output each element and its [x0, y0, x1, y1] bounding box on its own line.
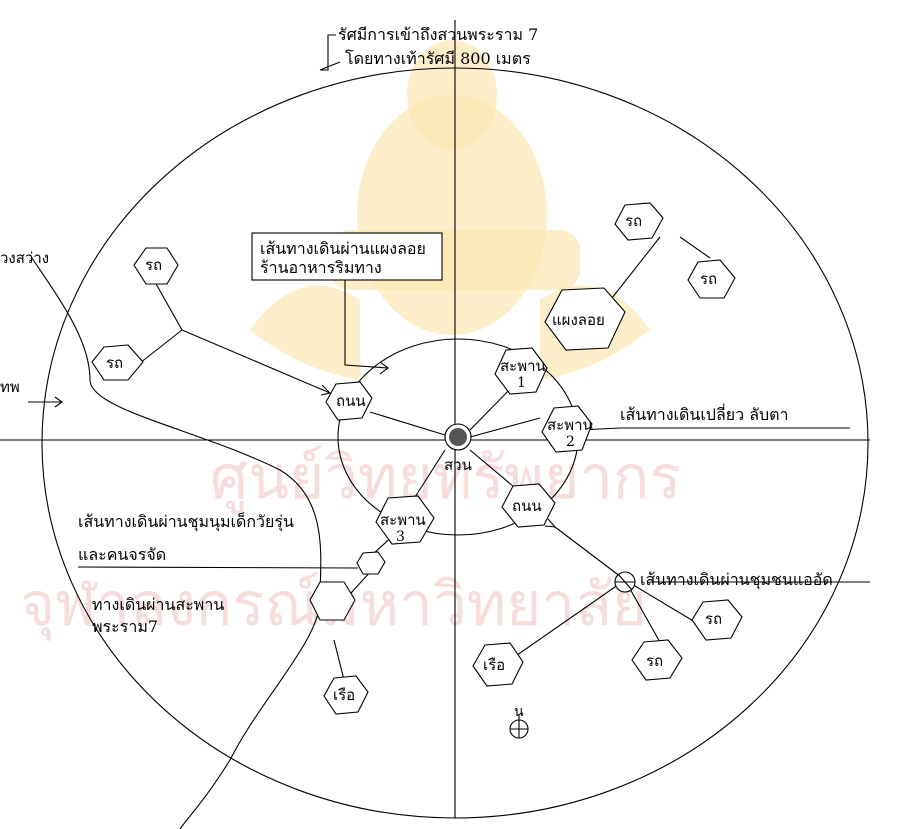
node-bridge3: [375, 495, 435, 545]
teen-route-label-line2: และคนจรจัด: [78, 545, 166, 564]
node-car-right-mid: [687, 259, 736, 299]
quiet-route-label: เส้นทางเดินเปลี่ยว ลับตา: [620, 403, 789, 424]
connector-boat-walkway: [333, 639, 345, 681]
connector-junction-boat: [509, 579, 626, 661]
stall-label: แผงลอย: [552, 311, 605, 329]
node-boat-left: [323, 675, 369, 715]
node-small-junction-left: [356, 551, 386, 575]
connector-street-park: [369, 411, 446, 436]
node-car-left-bottom: [91, 344, 144, 381]
north-arrow-icon: [509, 715, 529, 739]
car-label: รถ: [705, 610, 722, 628]
node-car-right-bottom2: [631, 639, 683, 681]
bridge2-number: 2: [566, 434, 575, 450]
node-street-right: [501, 483, 556, 528]
car-label: รถ: [106, 354, 123, 372]
node-car-right-top: [614, 202, 664, 241]
bridge3-number: 3: [396, 529, 405, 545]
arrow-stall-route: [379, 361, 389, 375]
arrow-street-right: [544, 518, 557, 528]
bridge2-label: สะพาน: [547, 416, 593, 434]
connector-bridge1-park: [469, 383, 516, 431]
header-title-line1: รัศมีการเข้าถึงสวนพระราม 7: [338, 25, 538, 44]
node-junction-right: [614, 571, 636, 593]
street-label: ถนน: [512, 497, 542, 515]
connector-street-park-right: [469, 449, 521, 493]
connector-car2: [139, 329, 183, 364]
left-arrow-head: [54, 396, 63, 408]
bridge-walk-label-line2: พระราม7: [92, 617, 158, 636]
connector-car-car: [679, 236, 711, 259]
header-leader-tick: [319, 61, 341, 71]
car-label: รถ: [700, 270, 717, 288]
node-park: [444, 423, 472, 451]
connector-car1: [154, 281, 183, 331]
bridge-walk-label-line1: ทางเดินผ่านสะพาน: [92, 595, 224, 614]
connector-street-junction: [554, 526, 626, 581]
connector-bridge2-park: [469, 417, 541, 438]
node-street-left: [325, 381, 373, 421]
callout-quiet-route: [579, 427, 850, 431]
callout-teen-route: [77, 566, 359, 569]
left-edge-label-top: ุวงสว่าง: [0, 249, 49, 268]
connector-to-street-left: [181, 329, 331, 394]
header-leader: [320, 34, 336, 71]
river-line: [31, 257, 322, 829]
street-label: ถนน: [336, 392, 366, 410]
boat-label: เรือ: [483, 656, 505, 674]
car-label: รถ: [145, 256, 162, 274]
car-label: รถ: [646, 652, 663, 670]
node-stall: [544, 287, 626, 351]
node-bridge1: [494, 347, 548, 395]
left-edge-label-mid: ทพ: [0, 378, 20, 396]
connector-junction-car1: [624, 579, 701, 626]
boat-label: เรือ: [333, 686, 355, 704]
stall-route-box: [251, 232, 443, 281]
bridge3-label: สะพาน: [380, 511, 426, 529]
header-title-line2: โดยทางเท้ารัศมี 800 เมตร: [345, 49, 531, 68]
north-label: น: [514, 704, 524, 720]
teen-route-label-line1: เส้นทางเดินผ่านชุมนุมเด็กวัยรุ่น: [78, 511, 294, 532]
car-label: รถ: [625, 212, 642, 230]
node-boat-right: [472, 642, 524, 687]
arrow-street-left: [320, 384, 332, 396]
stall-route-label-line2: ร้านอาหารริมทาง: [260, 258, 382, 277]
connector-car-stall: [611, 236, 661, 299]
node-bridge2: [541, 405, 593, 453]
slum-route-label: เส้นทางเดินผ่านชุมชนแออัด: [640, 570, 833, 590]
park-label: สวน: [444, 456, 472, 474]
node-car-right-bottom1: [691, 599, 743, 641]
bridge1-label: สะพาน: [500, 357, 546, 375]
node-walkway-bridge: [309, 581, 356, 621]
stall-route-label-line1: เส้นทางเดินผ่านแผงลอย: [260, 239, 426, 258]
callout-stall-route: [344, 278, 389, 369]
watermark-text-line1: ศูนย์วิทยทรัพยากร: [210, 443, 681, 514]
bridge1-number: 1: [517, 375, 526, 391]
node-car-left-top: [133, 247, 179, 285]
